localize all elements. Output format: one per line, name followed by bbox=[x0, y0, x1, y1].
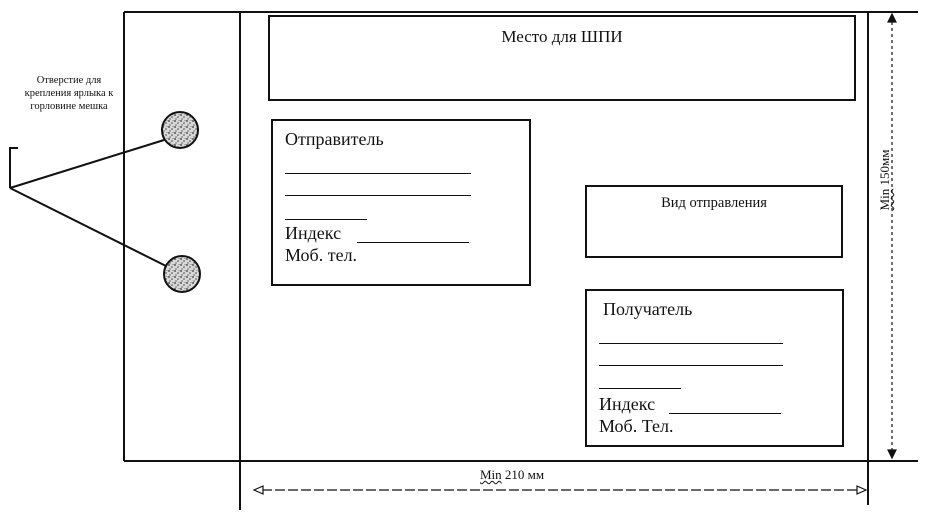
sender-index-line[interactable] bbox=[357, 242, 469, 243]
tag-outline bbox=[123, 11, 918, 510]
hole-label: Отверстие для крепления ярлыка к горлови… bbox=[24, 75, 114, 112]
height-dimension-label: Min 150мм bbox=[870, 140, 900, 220]
sender-index-label: Индекс bbox=[285, 223, 342, 243]
shipment-type-label: Вид отправления bbox=[661, 195, 767, 211]
recipient-title: Получатель bbox=[603, 299, 693, 319]
hole-leader-lines bbox=[9, 139, 167, 267]
sender-phone-label: Моб. тел. bbox=[285, 245, 358, 265]
sender-address-line-1[interactable] bbox=[285, 173, 471, 174]
width-dimension-arrow bbox=[252, 485, 868, 495]
sender-title: Отправитель bbox=[285, 129, 384, 149]
recipient-box: Получатель Индекс Моб. Тел. bbox=[585, 289, 844, 447]
recipient-phone-label: Моб. Тел. bbox=[599, 416, 674, 436]
recipient-index-line[interactable] bbox=[669, 413, 781, 414]
width-dimension-prefix: Min bbox=[480, 467, 502, 482]
height-dimension-value: 150мм bbox=[877, 149, 892, 186]
sender-address-line-2[interactable] bbox=[285, 195, 471, 196]
recipient-address-line-2[interactable] bbox=[599, 365, 783, 366]
mount-hole-top bbox=[161, 111, 199, 149]
mount-hole-bottom bbox=[163, 255, 201, 293]
width-dimension-value: 210 мм bbox=[504, 467, 545, 482]
recipient-index-label: Индекс bbox=[599, 394, 656, 414]
sender-address-line-3[interactable] bbox=[285, 219, 367, 220]
shipment-type-box: Вид отправления bbox=[585, 185, 843, 258]
recipient-address-line-3[interactable] bbox=[599, 388, 681, 389]
height-dimension-arrow bbox=[887, 12, 897, 460]
barcode-area-box: Место для ШПИ bbox=[268, 15, 856, 101]
height-dimension-prefix: Min bbox=[877, 188, 892, 211]
barcode-area-label: Место для ШПИ bbox=[501, 27, 623, 46]
recipient-address-line-1[interactable] bbox=[599, 343, 783, 344]
sender-box: Отправитель Индекс Моб. тел. bbox=[271, 119, 531, 286]
width-dimension-label: Min 210 мм bbox=[480, 467, 544, 483]
